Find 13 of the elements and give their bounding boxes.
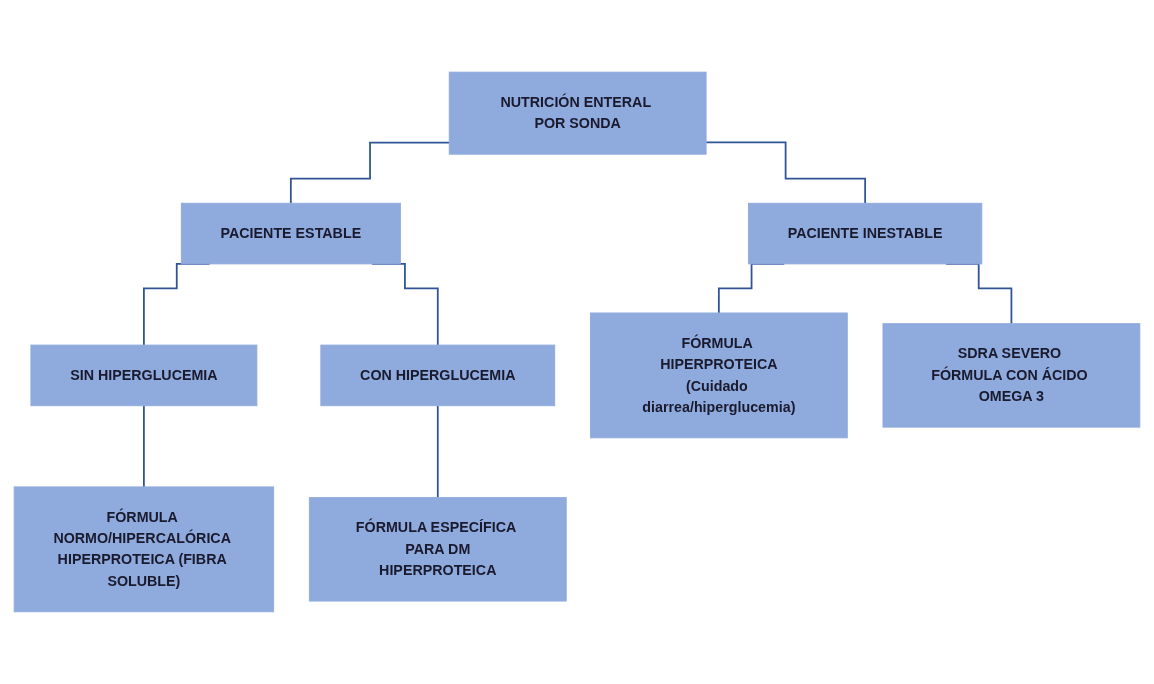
connector	[289, 141, 451, 205]
node-box: NUTRICIÓN ENTERAL POR SONDA	[448, 71, 707, 155]
node-box: FÓRMULA NORMO/HIPERCALÓRICA HIPERPROTEICA (FIBRA SOLUBLE)	[13, 486, 275, 613]
node-box: FÓRMULA ESPECÍFICA PARA DM HIPERPROTEICA	[308, 497, 567, 602]
node-box: SIN HIPERGLUCEMIA	[30, 344, 258, 407]
connector	[143, 404, 145, 488]
connector	[705, 141, 866, 205]
node-box: SDRA SEVERO FÓRMULA CON ÁCIDO OMEGA 3	[882, 323, 1141, 428]
node-box: PACIENTE INESTABLE	[748, 202, 983, 265]
node-box: PACIENTE ESTABLE	[180, 202, 401, 265]
node-box: FÓRMULA HIPERPROTEICA (Cuidado diarrea/hiperglucemia)	[589, 312, 848, 439]
connector	[436, 404, 439, 499]
node-box: CON HIPERGLUCEMIA	[320, 344, 556, 407]
